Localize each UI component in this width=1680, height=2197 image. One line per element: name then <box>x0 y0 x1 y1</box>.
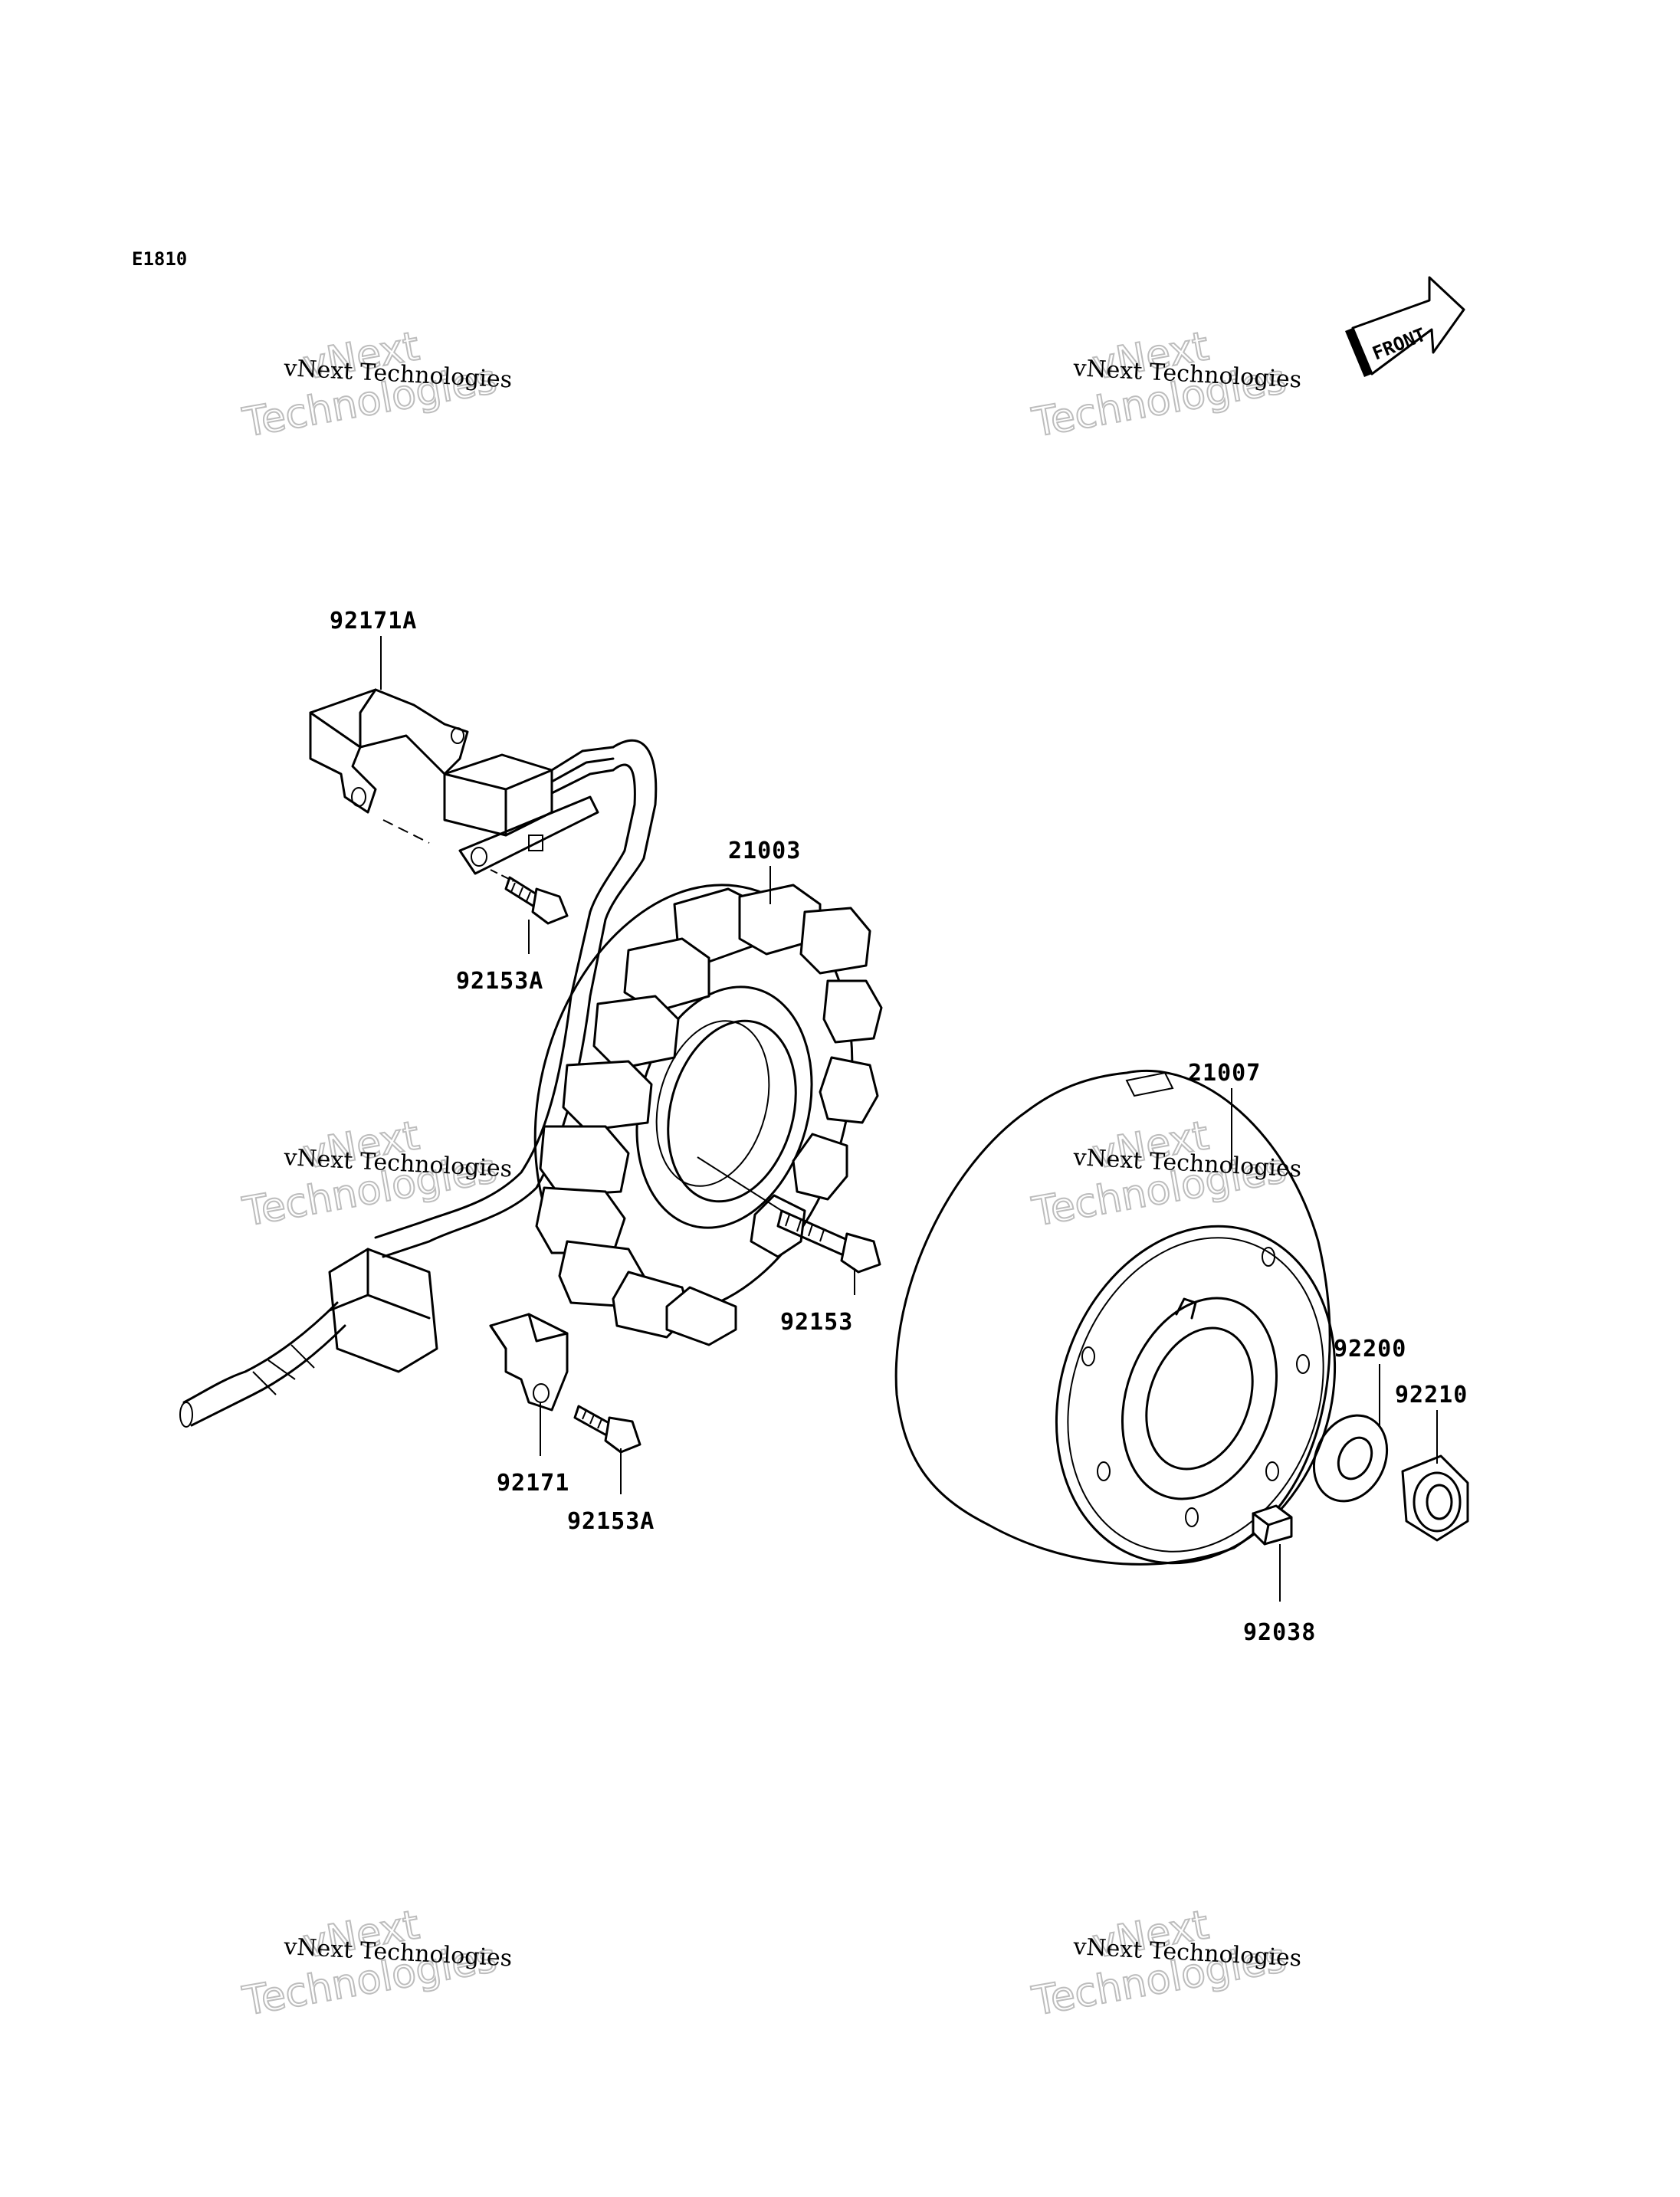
leader-lines <box>380 636 1438 1602</box>
part-label-92171: 92171 <box>497 1470 569 1497</box>
part-label-92171a: 92171A <box>330 608 417 635</box>
front-arrow-icon: FRONT <box>1345 276 1465 377</box>
nut-92210-drawing <box>1401 1454 1469 1542</box>
key-92038-drawing <box>1252 1504 1293 1546</box>
bolt-92153-drawing <box>776 1209 881 1274</box>
part-label-21003: 21003 <box>728 838 801 864</box>
bolt-92153a-top-drawing <box>490 869 569 925</box>
washer-92200-drawing <box>1312 1414 1389 1503</box>
bolt-92153a-bottom-drawing <box>573 1405 641 1454</box>
part-label-92210: 92210 <box>1395 1382 1468 1408</box>
watermark: vNext Technologies vNext Technologies vN… <box>238 323 1302 2025</box>
part-label-92153: 92153 <box>780 1309 853 1336</box>
part-label-92200: 92200 <box>1334 1336 1406 1362</box>
part-label-21007: 21007 <box>1188 1060 1261 1087</box>
stator-21003-drawing <box>533 884 883 1346</box>
plate-92171-drawing <box>489 1313 569 1412</box>
part-label-92038: 92038 <box>1243 1619 1316 1646</box>
pickup-coil-drawing <box>443 746 615 875</box>
bracket-92171a-drawing <box>309 688 469 844</box>
part-label-92153a-bottom: 92153A <box>567 1508 655 1535</box>
wiring-harness-drawing <box>179 739 658 1428</box>
rotor-21007-drawing <box>894 1070 1337 1566</box>
diagram-code: E1810 <box>132 248 187 270</box>
part-label-92153a-top: 92153A <box>456 968 543 995</box>
